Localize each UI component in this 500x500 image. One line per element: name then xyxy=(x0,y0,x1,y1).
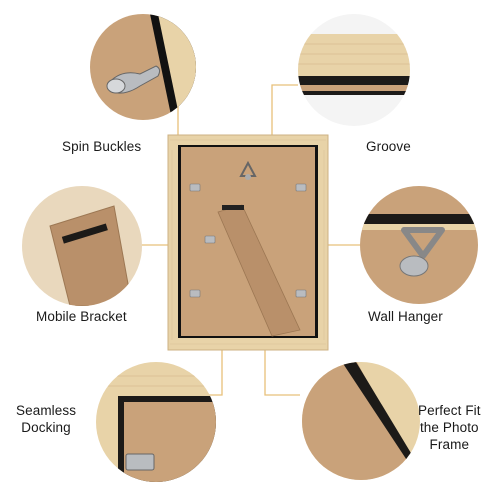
seamless-docking-detail-image xyxy=(96,362,216,482)
seamless-docking-line-2: Docking xyxy=(21,420,71,435)
perfect-fit-line-3: Frame xyxy=(429,437,470,452)
seamless-docking-label: Seamless Docking xyxy=(16,402,76,436)
perfect-fit-line-2: the Photo xyxy=(419,420,479,435)
groove-detail-image xyxy=(298,14,410,126)
spin-buckles-label: Spin Buckles xyxy=(62,139,142,154)
mobile-bracket-label: Mobile Bracket xyxy=(36,309,127,324)
perfect-fit-detail-image xyxy=(302,362,420,480)
seamless-docking-line-1: Seamless xyxy=(16,403,77,418)
mobile-bracket-detail-image xyxy=(22,186,142,306)
groove-label: Groove xyxy=(366,139,411,154)
spin-buckles-detail-image xyxy=(90,14,196,120)
perfect-fit-label: Perfect Fit the Photo Frame xyxy=(418,402,481,453)
wall-hanger-detail-image xyxy=(360,186,478,304)
perfect-fit-line-1: Perfect Fit xyxy=(418,403,481,418)
wall-hanger-label: Wall Hanger xyxy=(368,309,443,324)
